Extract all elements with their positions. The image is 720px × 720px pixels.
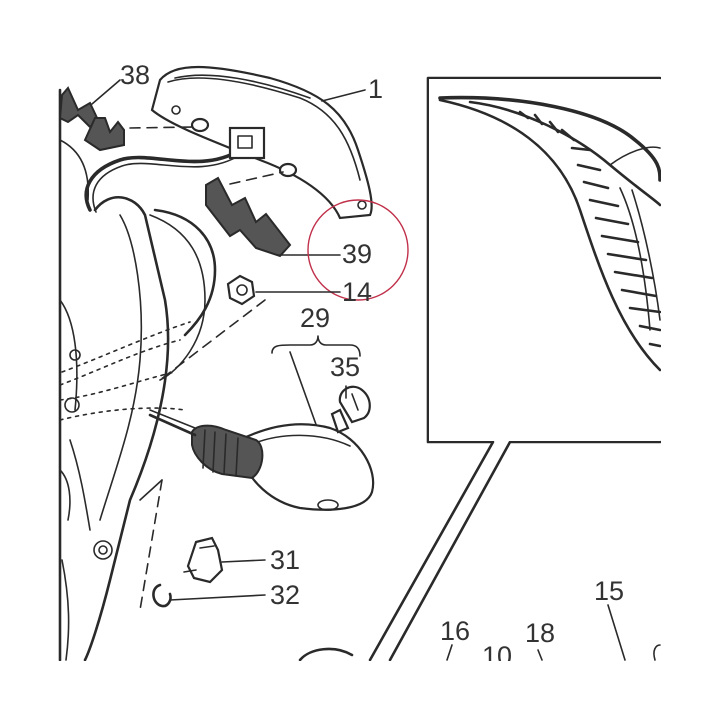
connector-icon <box>228 126 266 160</box>
callout-29: 29 <box>300 303 330 333</box>
callout-18: 18 <box>525 618 555 648</box>
leader-31 <box>221 559 266 563</box>
leader-32 <box>169 594 266 601</box>
clip-icon <box>152 583 172 608</box>
leader-1 <box>321 89 366 102</box>
connector-31 <box>183 536 224 584</box>
callout-15: 15 <box>594 576 624 606</box>
callout-31: 31 <box>270 545 300 575</box>
nut-icon <box>226 274 256 306</box>
turn-signal-icon <box>148 409 375 511</box>
callout-35: 35 <box>330 352 360 382</box>
highlight-circle-39 <box>307 199 409 301</box>
callout-38: 38 <box>120 60 150 90</box>
callout-16: 16 <box>440 616 470 646</box>
tail-light-icon <box>129 65 373 220</box>
callout-39: 39 <box>342 239 372 269</box>
detail-view <box>368 76 662 662</box>
callout-32: 32 <box>270 580 300 610</box>
brace-29 <box>271 335 361 357</box>
callout-1: 1 <box>368 74 383 104</box>
frame-bodywork <box>58 88 206 662</box>
rubber-block-39 <box>205 176 292 258</box>
leader-29 <box>289 351 319 431</box>
rubber-grommet-icon <box>58 86 125 152</box>
callout-labels: 1 38 39 14 29 35 31 32 15 16 10 18 <box>120 60 624 671</box>
bulb-icon <box>330 385 371 434</box>
callout-14: 14 <box>342 277 372 307</box>
leader-38 <box>91 79 121 105</box>
wiring-harness <box>84 148 242 337</box>
